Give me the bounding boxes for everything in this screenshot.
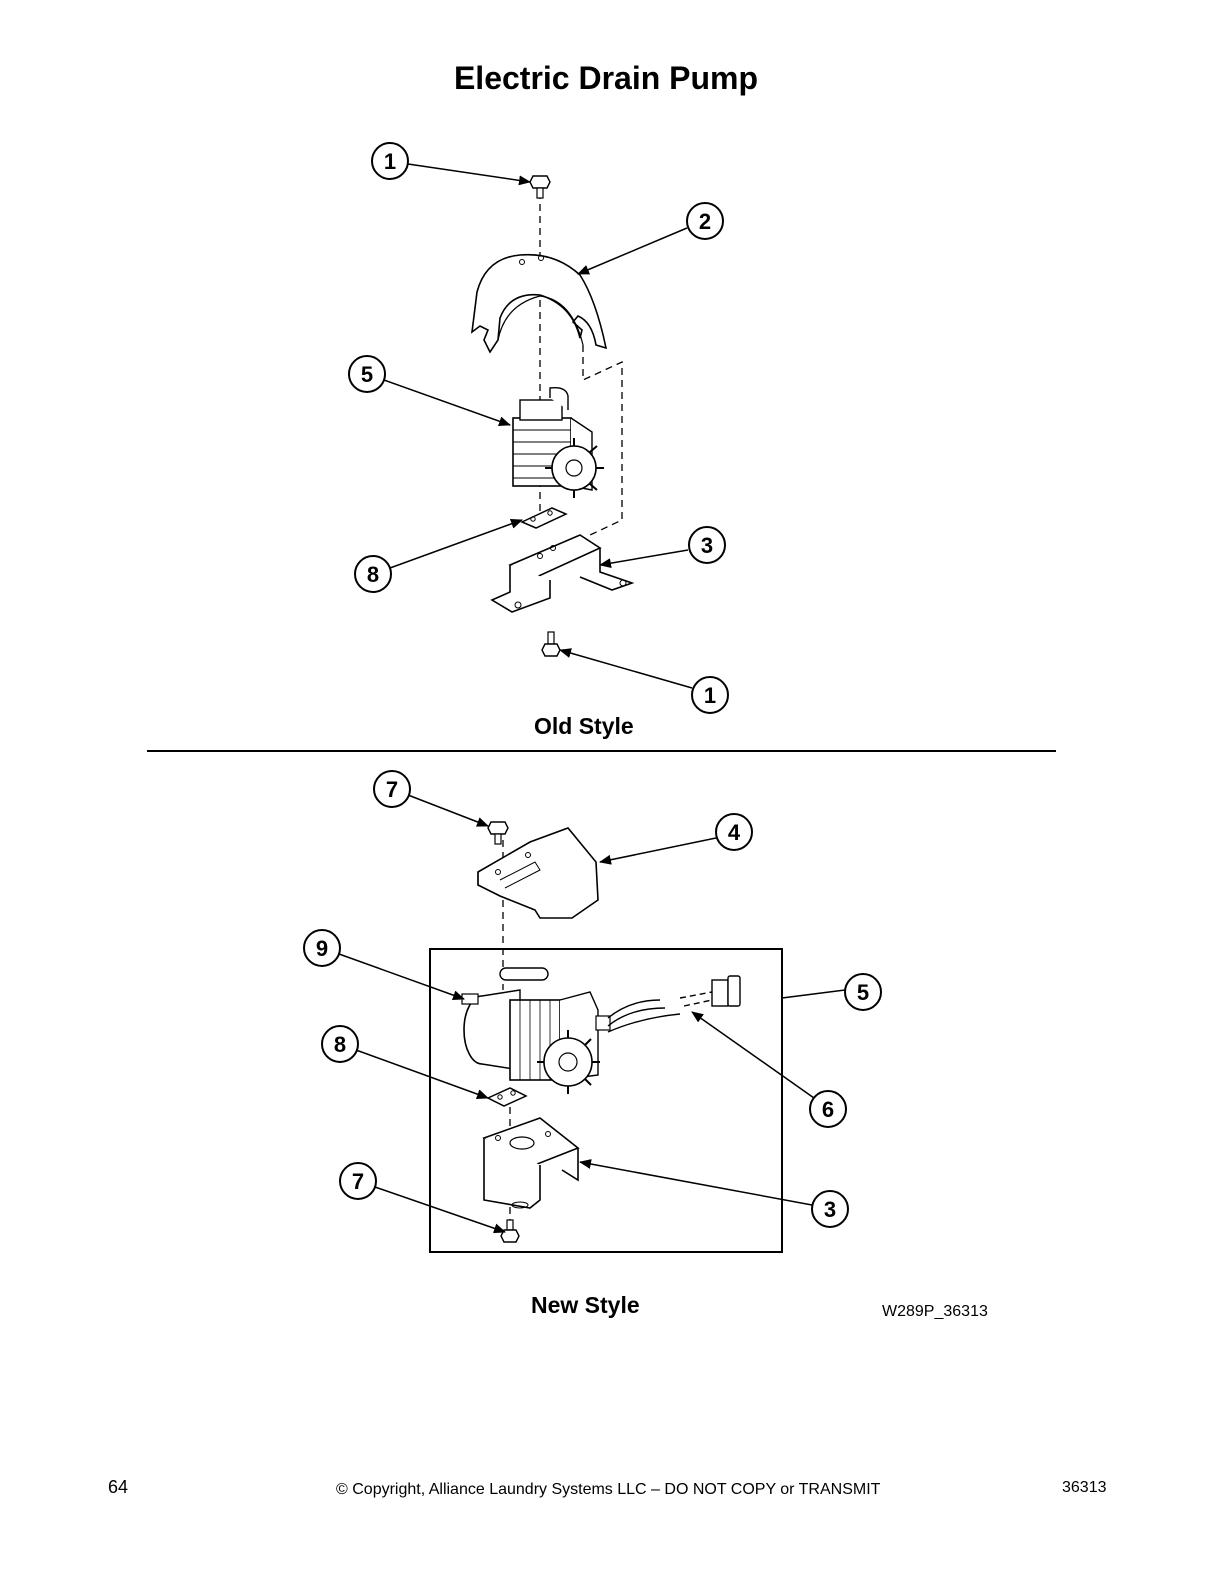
callout-5-new: 5 xyxy=(844,973,882,1011)
callout-1-top: 1 xyxy=(371,142,409,180)
callout-7-bottom: 7 xyxy=(339,1162,377,1200)
svg-text:3: 3 xyxy=(824,1197,836,1222)
callout-1-bottom: 1 xyxy=(691,676,729,714)
svg-text:2: 2 xyxy=(699,209,711,234)
svg-text:3: 3 xyxy=(701,533,713,558)
screw-top-new xyxy=(487,821,509,845)
document-number: 36313 xyxy=(1062,1479,1107,1496)
svg-text:7: 7 xyxy=(386,777,398,802)
page-number: 64 xyxy=(108,1477,129,1497)
callout-2: 2 xyxy=(686,202,724,240)
svg-text:5: 5 xyxy=(361,362,373,387)
svg-text:9: 9 xyxy=(316,936,328,961)
callout-7-top: 7 xyxy=(373,770,411,808)
figure-code: W289P_36313 xyxy=(882,1303,988,1320)
svg-text:1: 1 xyxy=(384,149,396,174)
svg-text:4: 4 xyxy=(728,820,741,845)
new-style-diagram xyxy=(338,794,846,1253)
callout-6: 6 xyxy=(809,1090,847,1128)
page-title: Electric Drain Pump xyxy=(453,60,759,96)
callout-5-old: 5 xyxy=(348,355,386,393)
copyright-notice: © Copyright, Alliance Laundry Systems LL… xyxy=(336,1481,881,1498)
spacer-plate-new xyxy=(486,1087,528,1107)
pump-motor xyxy=(512,386,604,498)
svg-text:7: 7 xyxy=(352,1169,364,1194)
callout-3-old: 3 xyxy=(688,526,726,564)
svg-text:8: 8 xyxy=(334,1032,346,1057)
callout-9: 9 xyxy=(303,929,341,967)
new-style-label: New Style xyxy=(531,1292,640,1318)
screw-bottom xyxy=(541,631,561,657)
old-style-label: Old Style xyxy=(534,713,634,739)
svg-text:6: 6 xyxy=(822,1097,834,1122)
callout-3-new: 3 xyxy=(811,1190,849,1228)
wiring-harness xyxy=(607,975,741,1033)
callout-8-old: 8 xyxy=(354,555,392,593)
pump-assembly-box xyxy=(429,948,783,1253)
svg-text:5: 5 xyxy=(857,980,869,1005)
pump-shield xyxy=(470,253,608,354)
new-pump-motor xyxy=(461,967,611,1094)
mounting-bracket-new xyxy=(482,1117,580,1209)
screw-top xyxy=(529,175,551,199)
old-style-diagram xyxy=(383,163,693,689)
spacer-plate xyxy=(520,507,568,529)
mounting-bracket xyxy=(490,534,635,613)
svg-text:8: 8 xyxy=(367,562,379,587)
svg-text:1: 1 xyxy=(704,683,716,708)
callout-4: 4 xyxy=(715,813,753,851)
callout-8-new: 8 xyxy=(321,1025,359,1063)
pump-cover xyxy=(477,827,599,919)
